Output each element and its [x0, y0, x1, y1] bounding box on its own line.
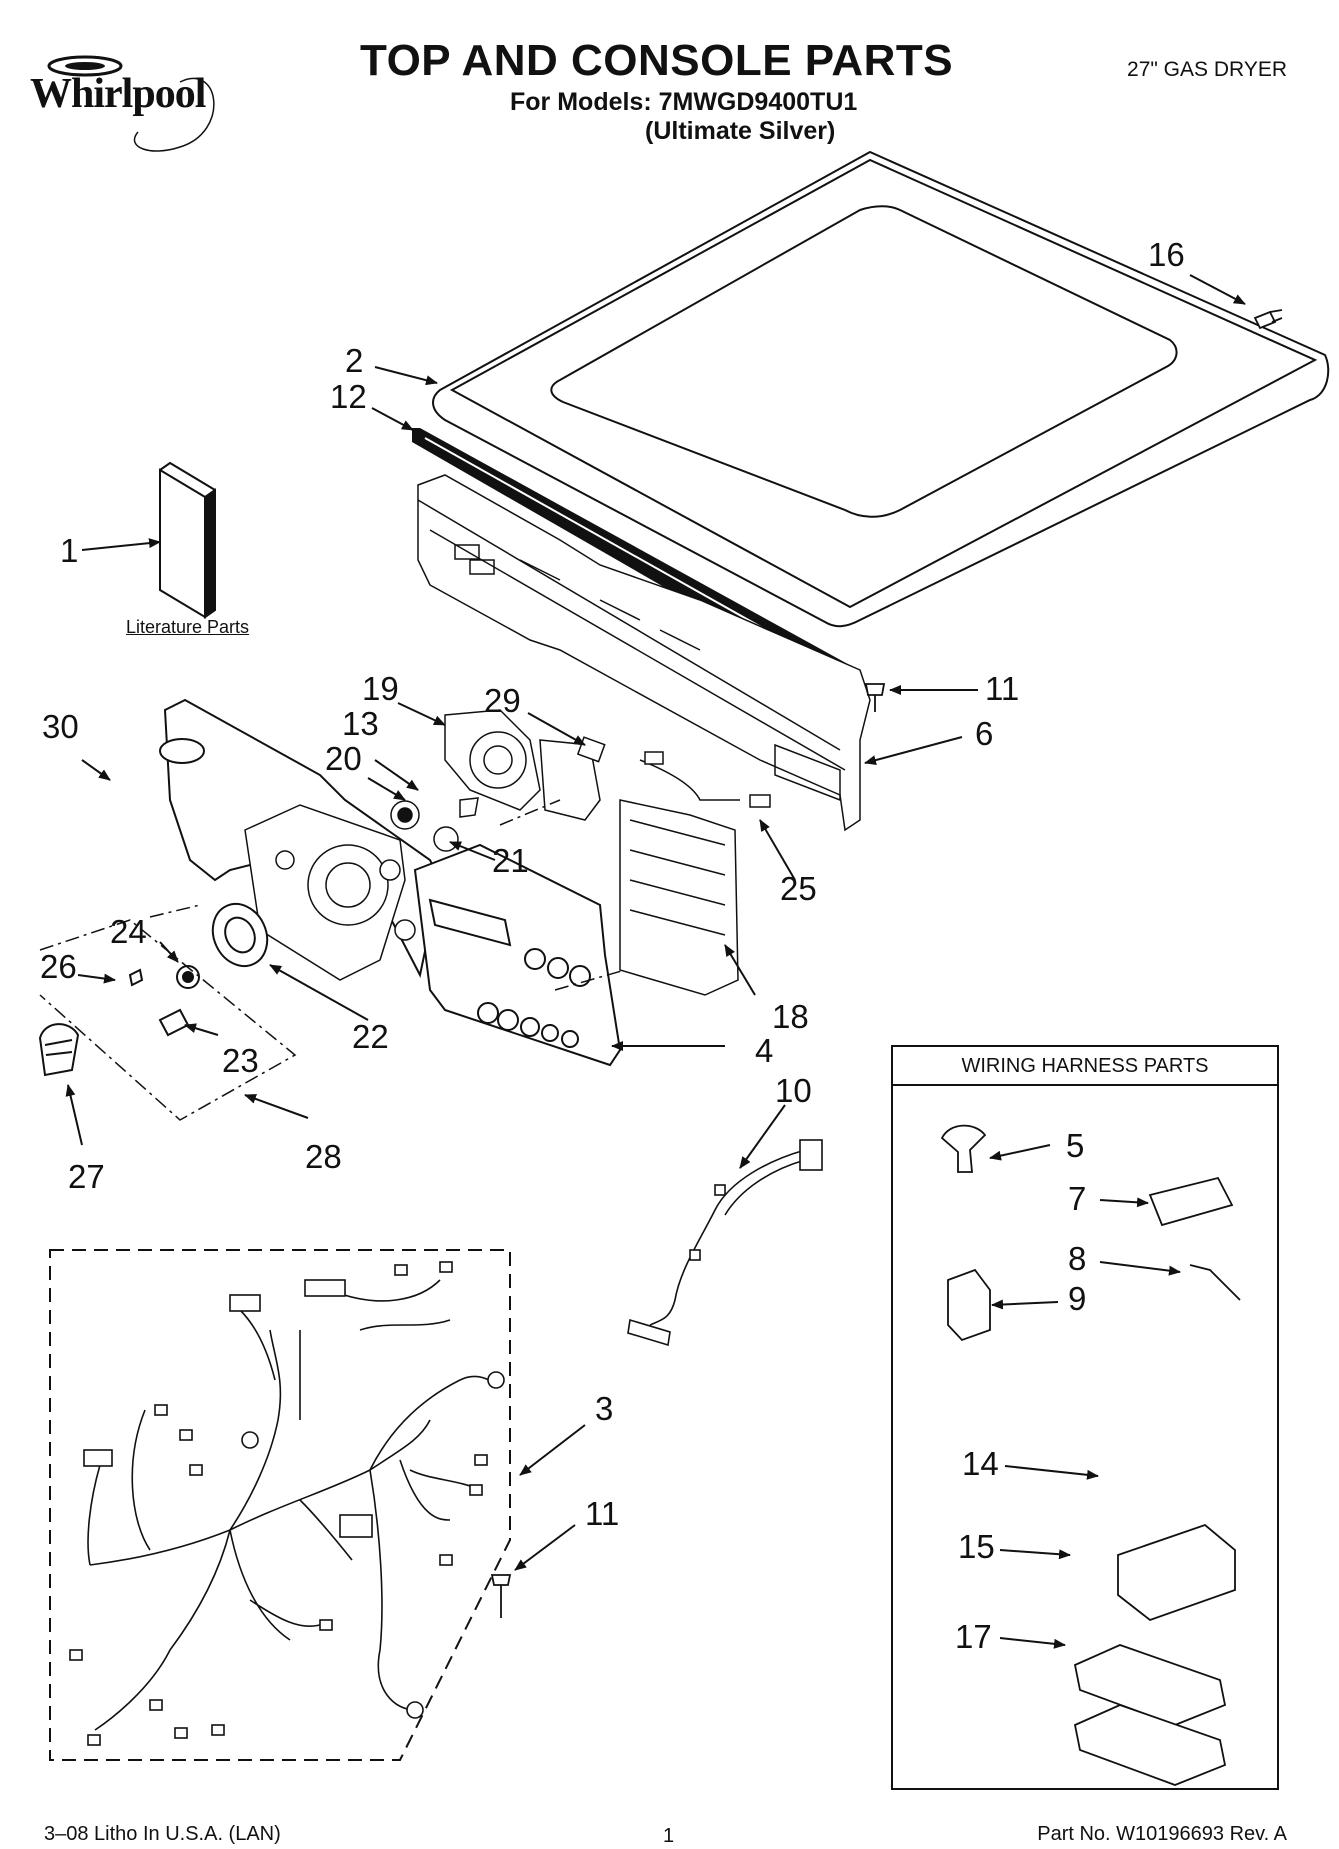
callout-26: 26 [40, 948, 77, 985]
literature-parts-label: Literature Parts [126, 617, 250, 637]
callout-27: 27 [68, 1158, 105, 1195]
product-type: 27" GAS DRYER [1127, 58, 1287, 81]
callout-19: 19 [362, 670, 399, 707]
callout-2: 2 [345, 342, 363, 379]
callout-28: 28 [305, 1138, 342, 1175]
top-panel [432, 150, 1330, 628]
callout-21: 21 [492, 842, 529, 879]
callout-22: 22 [352, 1018, 389, 1055]
callout-20: 20 [325, 740, 362, 777]
callout-4: 4 [755, 1032, 773, 1069]
callout-14: 14 [962, 1445, 999, 1482]
console-electronics [244, 709, 771, 996]
footer-printing: 3–08 Litho In U.S.A. (LAN) [44, 1823, 281, 1845]
part-number: Part No. W10196693 Rev. A [1037, 1823, 1287, 1845]
page-number: 1 [663, 1825, 675, 1847]
callout-25: 25 [780, 870, 817, 907]
callout-10: 10 [775, 1072, 812, 1109]
wiring-parts-box [891, 1045, 1279, 1790]
callout-18: 18 [772, 998, 809, 1035]
callout-11-bottom: 11 [585, 1495, 619, 1532]
callout-12: 12 [330, 378, 367, 415]
callout-6: 6 [975, 715, 993, 752]
callout-29: 29 [484, 682, 521, 719]
sub-wiring-harness [627, 1139, 823, 1347]
wiring-parts [940, 1124, 1241, 1786]
leader-arrows [65, 274, 1246, 1649]
callout-1: 1 [60, 532, 78, 569]
harness-outline [49, 1249, 511, 1761]
brand-logo-swoosh [47, 55, 215, 152]
brand-logo: Whirlpool [30, 71, 206, 117]
callout-17: 17 [955, 1618, 992, 1655]
model-number: For Models: 7MWGD9400TU1 [510, 88, 858, 116]
callout-9: 9 [1068, 1280, 1086, 1317]
callout-23: 23 [222, 1042, 259, 1079]
callout-11-top: 11 [985, 670, 1019, 707]
wiring-box-title: WIRING HARNESS PARTS [961, 1055, 1209, 1077]
literature-book [158, 461, 216, 619]
callout-30: 30 [42, 708, 79, 745]
callout-3: 3 [595, 1390, 613, 1427]
console-frame [417, 474, 871, 832]
callout-labels: 16 2 12 1 11 6 19 29 30 13 20 21 25 24 2… [40, 236, 1185, 1655]
main-wiring-harness [69, 1261, 505, 1746]
knob-assembly [38, 902, 269, 1077]
callout-7: 7 [1068, 1180, 1086, 1217]
callout-15: 15 [958, 1528, 995, 1565]
model-variant: (Ultimate Silver) [645, 117, 836, 145]
callout-24: 24 [110, 913, 147, 950]
callout-13: 13 [342, 705, 379, 742]
screw-parts [490, 309, 1283, 1618]
knob-group-outline [39, 799, 626, 1121]
callout-8: 8 [1068, 1240, 1086, 1277]
callout-5: 5 [1066, 1127, 1084, 1164]
callout-16: 16 [1148, 236, 1185, 273]
page-title: TOP AND CONSOLE PARTS [360, 36, 954, 85]
